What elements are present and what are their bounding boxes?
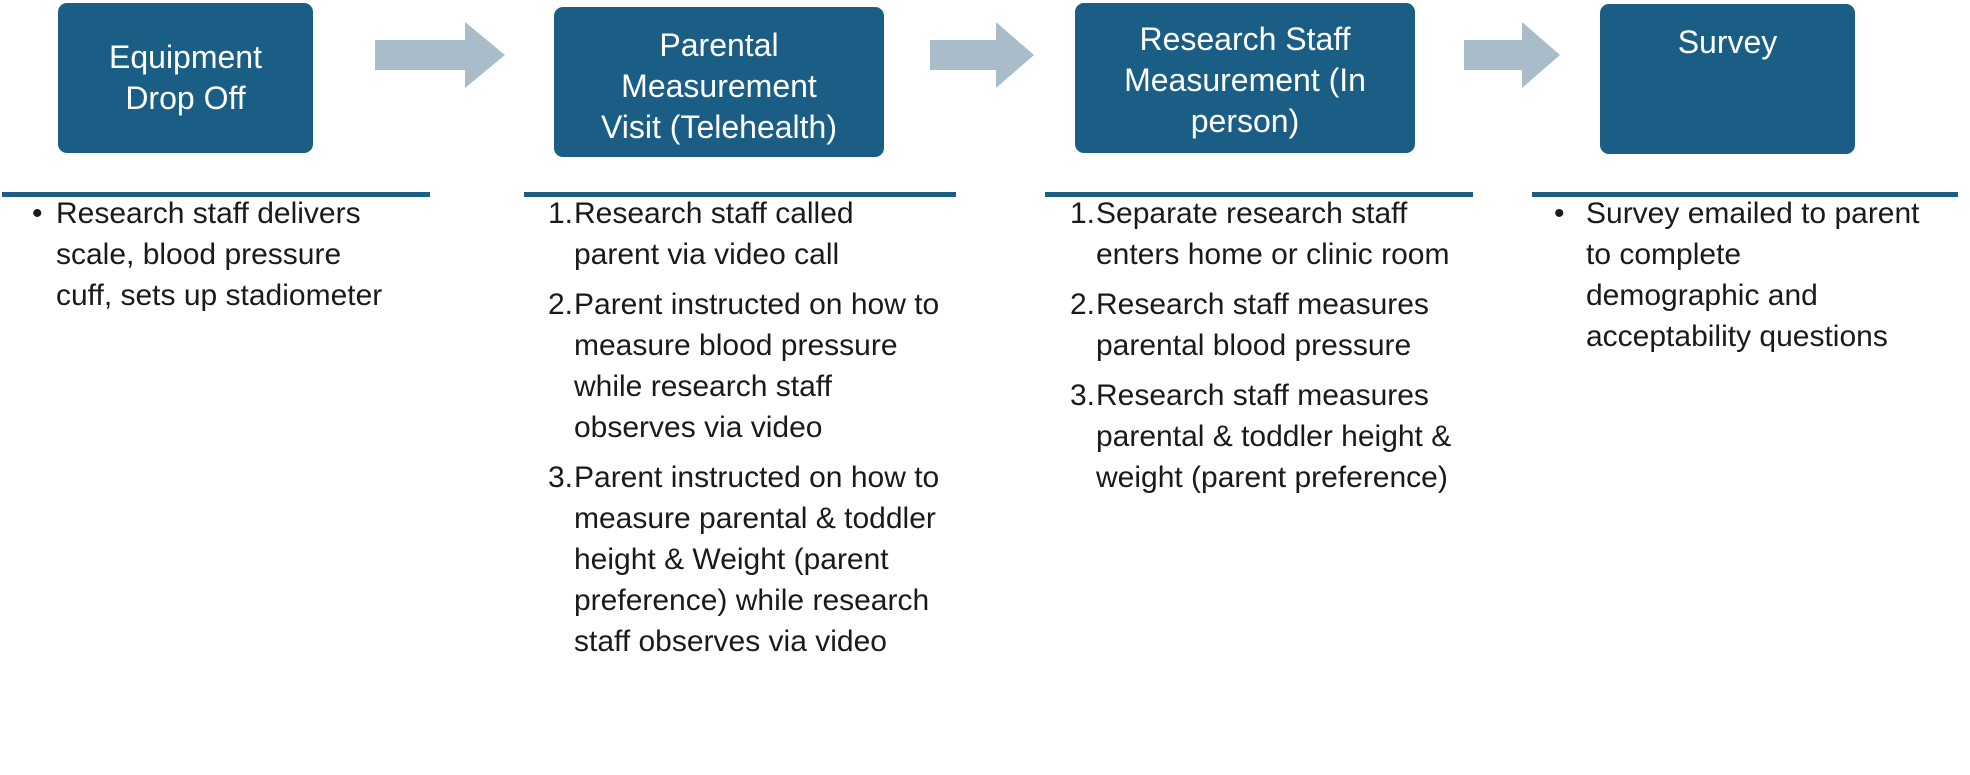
number-marker: 1. [548,197,574,230]
stage-details-survey: • Survey emailed to parent to complete d… [1540,193,1920,366]
bullet-marker: • [32,197,43,230]
list-item: 2. Research staff measures parental bloo… [1068,284,1468,366]
number-marker: 3. [1070,379,1096,412]
stage-title: Parental Measurement Visit (Telehealth) [601,25,837,148]
list-item: 2. Parent instructed on how to measure b… [546,284,946,448]
column-divider [524,192,956,197]
number-marker: 2. [1070,288,1096,321]
list-item: 1. Separate research staff enters home o… [1068,193,1468,275]
stage-title-line: Equipment [109,39,262,75]
stage-details-parental-measurement-visit: 1. Research staff called parent via vide… [546,193,946,671]
list-item-text: Parent instructed on how to measure pare… [574,461,940,658]
stage-box-parental-measurement-visit: Parental Measurement Visit (Telehealth) [554,7,884,157]
list-item-text: Parent instructed on how to measure bloo… [574,288,940,444]
stage-title-line: Survey [1677,24,1778,60]
list-item: • Survey emailed to parent to complete d… [1540,193,1920,357]
stage-title: Equipment Drop Off [109,37,262,119]
bullet-marker: • [1554,197,1565,230]
list-item: 3. Research staff measures parental & to… [1068,375,1468,498]
stage-title: Survey [1678,22,1778,63]
list-item-text: Research staff delivers scale, blood pre… [56,197,383,312]
stage-details-research-staff-measurement: 1. Separate research staff enters home o… [1068,193,1468,507]
list-item-text: Survey emailed to parent to complete dem… [1586,197,1920,353]
stage-title: Research Staff Measurement (In person) [1124,19,1366,142]
flow-arrow-icon [930,22,1034,88]
stage-box-research-staff-measurement: Research Staff Measurement (In person) [1075,3,1415,153]
number-marker: 1. [1070,197,1096,230]
stage-title-line: Drop Off [125,80,246,116]
column-divider [2,192,430,197]
number-marker: 2. [548,288,574,321]
flow-arrow-icon [375,22,505,88]
number-marker: 3. [548,461,574,494]
column-divider [1045,192,1473,197]
stage-box-equipment-drop-off: Equipment Drop Off [58,3,313,153]
list-item: 1. Research staff called parent via vide… [546,193,946,275]
list-item-text: Research staff measures parental blood p… [1096,288,1429,362]
list-item: • Research staff delivers scale, blood p… [6,193,401,316]
list-item-text: Separate research staff enters home or c… [1096,197,1450,271]
list-item: 3. Parent instructed on how to measure p… [546,457,946,662]
stage-title-line: person) [1190,103,1300,139]
list-item-text: Research staff called parent via video c… [574,197,854,271]
stage-title-line: Measurement (In [1124,62,1366,98]
list-item-text: Research staff measures parental & toddl… [1096,379,1452,494]
stage-details-equipment-drop-off: • Research staff delivers scale, blood p… [6,193,401,325]
flow-arrow-icon [1464,22,1560,88]
stage-title-line: Visit (Telehealth) [601,109,837,145]
stage-title-line: Parental [659,27,779,63]
stage-title-line: Measurement [621,68,817,104]
stage-title-line: Research Staff [1139,21,1351,57]
column-divider [1532,192,1958,197]
stage-box-survey: Survey [1600,4,1855,154]
